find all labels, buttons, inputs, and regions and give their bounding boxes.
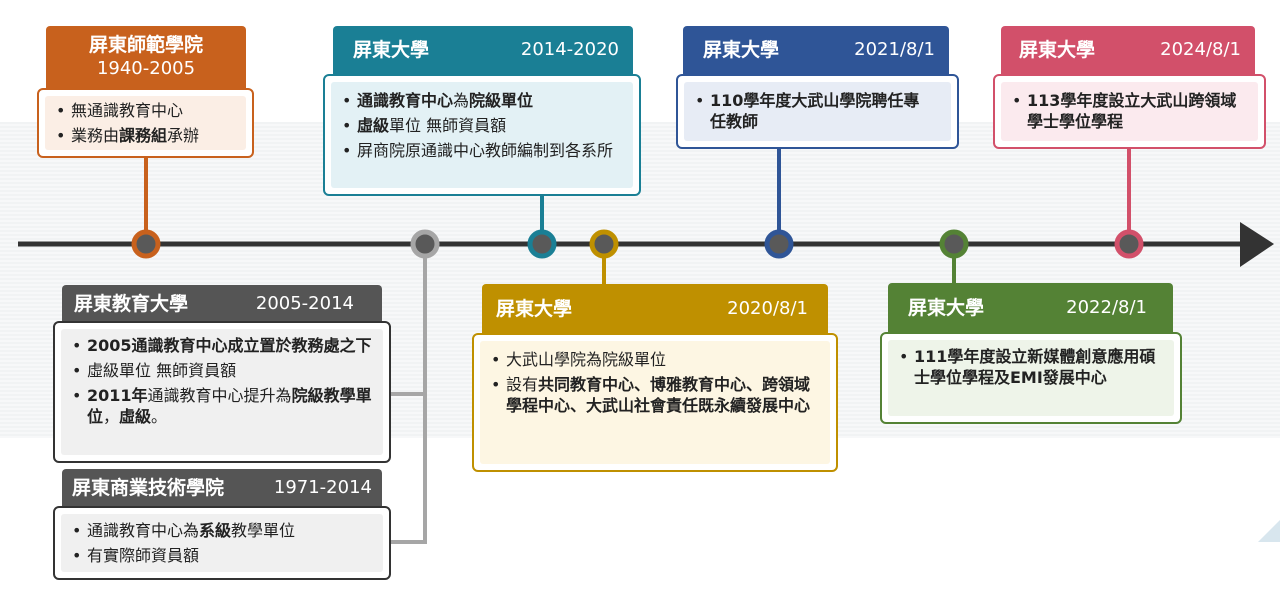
list-item-text: 。 (151, 407, 168, 426)
pink-card-header: 屏東大學 2024/8/1 (1001, 26, 1255, 74)
orange-card-list: 無通識教育中心業務由課務組承辦 (51, 100, 242, 146)
gold-card-header: 屏東大學 2020/8/1 (482, 284, 828, 334)
list-item: 業務由課務組承辦 (51, 125, 242, 146)
teal-card-body: 通識教育中心為院級單位虛級單位 無師資員額屏商院原通識中心教師編制到各系所 (323, 74, 641, 196)
teal-card-header: 屏東大學 2014-2020 (333, 26, 633, 74)
blue-card-header: 屏東大學 2021/8/1 (683, 26, 949, 74)
blue-card-date: 2021/8/1 (854, 39, 935, 60)
orange-card-body: 無通識教育中心業務由課務組承辦 (37, 88, 254, 158)
green-card-list: 111學年度設立新媒體創意應用碩士學位學程及EMI發展中心 (894, 346, 1160, 388)
list-item-text: 設有 (506, 375, 539, 394)
list-item: 111學年度設立新媒體創意應用碩士學位學程及EMI發展中心 (894, 346, 1160, 388)
list-item: 2005通識教育中心成立置於教務處之下 (67, 335, 373, 356)
list-item-text: 院級單位 (469, 91, 534, 110)
teal-card-date: 2014-2020 (520, 39, 619, 60)
list-item: 屏商院原通識中心教師編制到各系所 (337, 140, 625, 161)
list-item: 113學年度設立大武山跨領域學士學位學程 (1007, 90, 1244, 132)
list-item-text: 111學年度設立新媒體創意應用碩士學位學程及EMI發展中心 (914, 347, 1156, 387)
pink-card-body: 113學年度設立大武山跨領域學士學位學程 (993, 74, 1266, 149)
list-item-text: 系級 (199, 521, 232, 540)
node-blue (764, 229, 794, 259)
list-item: 虛級單位 無師資員額 (67, 360, 373, 381)
gold-card-date: 2020/8/1 (727, 298, 808, 319)
list-item: 有實際師資員額 (67, 545, 373, 566)
arrow-right-icon (1240, 222, 1274, 267)
node-orange (131, 229, 161, 259)
list-item: 110學年度大武山學院聘任專任教師 (690, 90, 921, 132)
list-item-text: 業務由 (71, 126, 120, 145)
list-item-text: 大武山學院為院級單位 (506, 350, 667, 369)
list-item: 2011年通識教育中心提升為院級教學單位，虛級。 (67, 385, 373, 427)
teal-card-name: 屏東大學 (353, 39, 430, 61)
list-item-text: 有實際師資員額 (87, 546, 200, 565)
list-item-text: 2011年 (87, 386, 148, 405)
node-teal (527, 229, 557, 259)
blue-card-name: 屏東大學 (703, 39, 780, 61)
list-item-text: 無通識教育中心 (71, 101, 184, 120)
node-pink (1114, 229, 1144, 259)
list-item-text: 承辦 (167, 126, 200, 145)
list-item-text: 通識教育中心為 (87, 521, 200, 540)
node-gold (589, 229, 619, 259)
list-item-text: 虛級單位 無師資員額 (87, 361, 237, 380)
gold-card-body: 大武山學院為院級單位設有共同教育中心、博雅教育中心、跨領域學程中心、大武山社會責… (472, 333, 838, 472)
gray-card-list: 2005通識教育中心成立置於教務處之下虛級單位 無師資員額 2011年通識教育中心… (67, 335, 373, 427)
green-card-header: 屏東大學 2022/8/1 (888, 283, 1173, 333)
list-item-text: 通識教育中心提升為 (147, 386, 292, 405)
gold-card-name: 屏東大學 (496, 298, 573, 320)
pink-card-list: 113學年度設立大武山跨領域學士學位學程 (1007, 90, 1244, 132)
list-item-text: 2005通識教育中心成立置於教務處之下 (87, 336, 372, 355)
list-item: 通識教育中心為院級單位 (337, 90, 625, 111)
list-item-text: 110學年度大武山學院聘任專任教師 (710, 91, 920, 131)
gray2-card-list: 通識教育中心為系級教學單位有實際師資員額 (67, 520, 373, 566)
list-item: 通識教育中心為系級教學單位 (67, 520, 373, 541)
gray2-card-name: 屏東商業技術學院 (72, 477, 225, 499)
blue-card-body: 110學年度大武山學院聘任專任教師 (676, 74, 959, 149)
list-item-text: 虛級 (119, 407, 152, 426)
gray2-card-body: 通識教育中心為系級教學單位有實際師資員額 (53, 506, 391, 580)
list-item: 虛級單位 無師資員額 (337, 115, 625, 136)
teal-card-list: 通識教育中心為院級單位虛級單位 無師資員額屏商院原通識中心教師編制到各系所 (337, 90, 625, 161)
list-item-text: 屏商院原通識中心教師編制到各系所 (357, 141, 614, 160)
orange-card-date: 1940-2005 (96, 58, 196, 79)
pink-card-date: 2024/8/1 (1160, 39, 1241, 60)
gray-card-date: 2005-2014 (255, 293, 354, 314)
blue-card-list: 110學年度大武山學院聘任專任教師 (690, 90, 921, 132)
green-card-date: 2022/8/1 (1066, 297, 1147, 318)
list-item-text: 院級教學單位 (87, 386, 372, 426)
list-item: 無通識教育中心 (51, 100, 242, 121)
list-item-text: ， (103, 407, 120, 426)
gray-card-body: 2005通識教育中心成立置於教務處之下虛級單位 無師資員額 2011年通識教育中心… (53, 321, 391, 463)
list-item-text: 課務組 (119, 126, 168, 145)
pink-card-name: 屏東大學 (1019, 39, 1096, 61)
list-item-text: 共同教育中心、博雅教育中心、跨領域學程中心、大武山社會責任既永續發展中心 (506, 375, 811, 415)
gray-card-header: 屏東教育大學 2005-2014 (62, 285, 382, 323)
orange-card-header: 屏東師範學院 1940-2005 (46, 26, 246, 88)
list-item-text: 虛級 (357, 116, 390, 135)
list-item: 設有共同教育中心、博雅教育中心、跨領域學程中心、大武山社會責任既永續發展中心 (486, 374, 816, 416)
list-item-text: 通識教育中心 (357, 91, 454, 110)
green-card-body: 111學年度設立新媒體創意應用碩士學位學程及EMI發展中心 (880, 332, 1182, 424)
gold-card-list: 大武山學院為院級單位設有共同教育中心、博雅教育中心、跨領域學程中心、大武山社會責… (486, 349, 816, 416)
node-green (939, 229, 969, 259)
list-item-text: 單位 無師資員額 (389, 116, 507, 135)
orange-card-name: 屏東師範學院 (88, 34, 203, 56)
gray2-card-header: 屏東商業技術學院 1971-2014 (62, 469, 382, 507)
connector-gray (390, 256, 427, 544)
node-gray (410, 229, 440, 259)
list-item: 大武山學院為院級單位 (486, 349, 816, 370)
green-card-name: 屏東大學 (908, 297, 985, 319)
list-item-text: 113學年度設立大武山跨領域學士學位學程 (1027, 91, 1237, 131)
gray-card-name: 屏東教育大學 (74, 293, 189, 315)
gray2-card-date: 1971-2014 (273, 477, 372, 498)
corner-decoration (1258, 520, 1280, 542)
list-item-text: 為 (453, 91, 470, 110)
list-item-text: 教學單位 (231, 521, 296, 540)
